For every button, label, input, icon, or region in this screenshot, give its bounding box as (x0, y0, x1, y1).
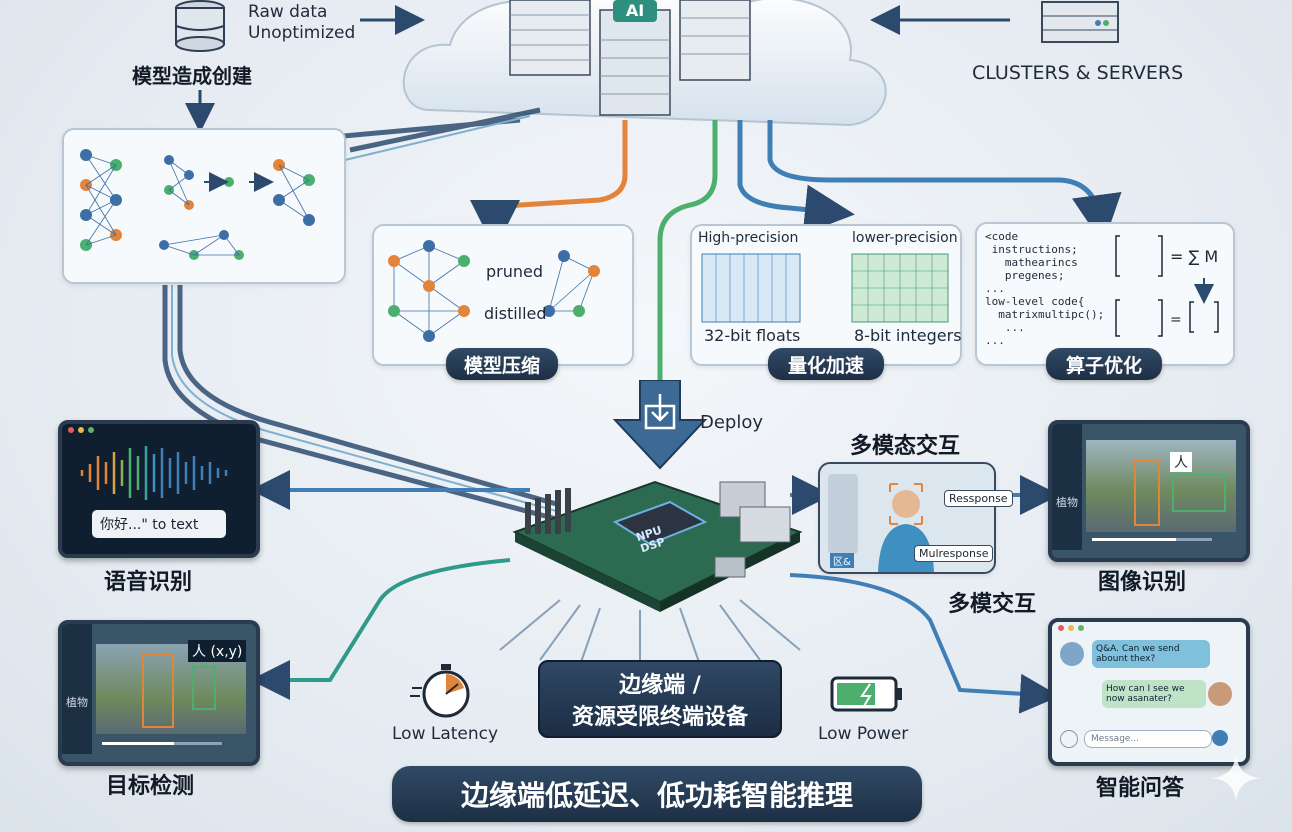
compression-box (372, 224, 634, 366)
bottom-banner: 边缘端低延迟、低功耗智能推理 (392, 766, 922, 822)
pruned-label: pruned (486, 262, 544, 281)
edge-line1: 边缘端 / (619, 673, 701, 698)
neural-network-icon (80, 149, 315, 260)
32bit-label: 32-bit floats (704, 326, 801, 345)
low-power-label: Low Power (818, 724, 909, 744)
qa-label: 智能问答 (1096, 776, 1185, 801)
operator-label: 算子优化 (1046, 348, 1162, 380)
speech-caption: 你好..." to text (92, 510, 226, 538)
object-detection-screen: 人 (x,y) 植物 (58, 620, 260, 766)
quantization-grid-icon (701, 253, 949, 323)
multimodal-sub: 多模交互 (948, 592, 1037, 617)
server-racks-icon (505, 0, 755, 120)
raw-data-label: Raw data (248, 2, 328, 22)
person-bbox (142, 654, 174, 728)
car-bbox (1172, 474, 1226, 512)
person-bbox (1134, 460, 1160, 526)
matrix-icon: = ∑ M = (1114, 232, 1226, 340)
qa-screen: Q&A. Can we send abount thex? How can I … (1048, 618, 1250, 766)
battery-icon (830, 674, 906, 714)
response-bubble: Ressponse (944, 490, 1013, 507)
chat-answer: How can I see we now asanater? (1102, 680, 1206, 708)
server-unit-icon (1040, 0, 1120, 48)
svg-text:=: = (1170, 312, 1182, 328)
operator-box (975, 222, 1235, 366)
edge-board-icon (505, 462, 805, 612)
multi-response-bubble: Mulresponse (914, 545, 994, 562)
speech-label: 语音识别 (104, 570, 193, 595)
add-icon[interactable] (1060, 730, 1078, 748)
low-precision-label: lower-precision (852, 230, 958, 246)
quantization-label: 量化加速 (768, 348, 884, 380)
low-latency-label: Low Latency (392, 724, 499, 744)
model-creation-box (62, 128, 346, 284)
stopwatch-icon (410, 660, 480, 720)
mic-icon[interactable] (1212, 730, 1228, 746)
high-precision-label: High-precision (698, 230, 799, 246)
8bit-label: 8-bit integers (854, 326, 962, 345)
avatar (1208, 682, 1232, 706)
model-creation-label: 模型造成创建 (132, 64, 252, 88)
chat-question: Q&A. Can we send abount thex? (1092, 640, 1210, 668)
svg-text:= ∑ M: = ∑ M (1170, 247, 1218, 266)
avatar-person-icon (828, 474, 934, 572)
deploy-label: Deploy (700, 412, 764, 433)
database-icon (172, 0, 228, 52)
compression-label: 模型压缩 (446, 348, 558, 380)
waveform-icon (80, 446, 228, 500)
pruned-network-icon (388, 240, 600, 342)
coord-label: 人 (x,y) (188, 640, 247, 662)
edge-line2: 资源受限终端设备 (571, 705, 748, 730)
detection-label: 目标检测 (106, 774, 195, 799)
multimodal-title: 多模态交互 (850, 434, 961, 459)
sparkle-icon (1212, 754, 1260, 802)
avatar (1060, 642, 1084, 666)
quantization-box (690, 224, 962, 366)
image-side-text: 植物 (1056, 496, 1078, 509)
detection-side-text: 植物 (66, 696, 88, 709)
message-input[interactable]: Message... (1084, 730, 1212, 748)
person2-bbox (192, 666, 216, 710)
multimodal-tag: 区& (830, 553, 854, 568)
unoptimized-label: Unoptimized (248, 23, 356, 43)
person-tag: 人 (1170, 452, 1192, 472)
deploy-arrow-icon (610, 379, 710, 470)
distilled-label: distilled (484, 304, 547, 323)
edge-device-label: 边缘端 / 资源受限终端设备 (538, 660, 782, 738)
ai-badge: AI (625, 1, 645, 20)
image-recognition-screen: 人 植物 (1048, 420, 1250, 562)
code-snippet: <code instructions; mathearincs pregenes… (985, 230, 1105, 347)
image-recognition-label: 图像识别 (1098, 570, 1187, 595)
clusters-label: CLUSTERS & SERVERS (972, 62, 1184, 84)
speech-recognition-screen: 你好..." to text (58, 420, 260, 558)
